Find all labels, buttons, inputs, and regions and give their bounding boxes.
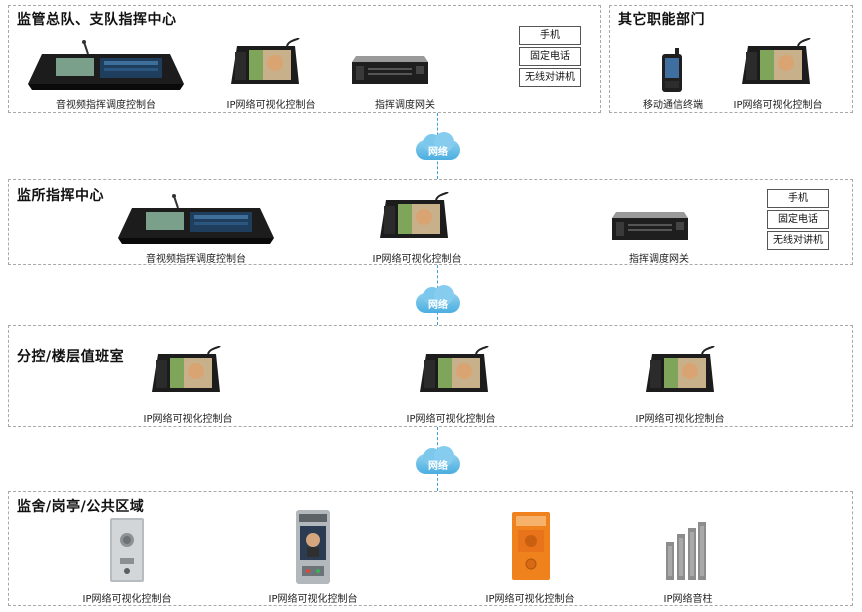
channel-fixed-phone: 固定电话 [519, 47, 581, 66]
caption-ip-visual-console-4: IP网络可视化控制台 [143, 414, 233, 425]
caption-av-dispatch-console-2: 音视频指挥调度控制台 [146, 254, 246, 265]
caption-ip-speaker-column: IP网络音柱 [663, 594, 713, 605]
mobile-terminal-icon [662, 48, 682, 92]
cell-area-panel [8, 491, 853, 606]
caption-ip-visual-console-6: IP网络可视化控制台 [635, 414, 725, 425]
dispatch-gateway-icon-2 [612, 212, 688, 240]
network-cloud-1: 网络 [416, 132, 460, 160]
channel-fixed-phone-2: 固定电话 [767, 210, 829, 229]
ip-visual-console-icon-5 [420, 346, 489, 392]
caption-ip-visual-console-3: IP网络可视化控制台 [372, 254, 462, 265]
ip-visual-console-icon-3 [380, 192, 449, 238]
caption-ip-visual-console-2: IP网络可视化控制台 [733, 100, 823, 111]
channel-walkie-talkie-2: 无线对讲机 [767, 231, 829, 250]
intercom-panel-icon [110, 518, 144, 582]
channel-mobile-phone-2: 手机 [767, 189, 829, 208]
caption-ip-visual-console-5: IP网络可视化控制台 [406, 414, 496, 425]
network-cloud-3: 网络 [416, 446, 460, 474]
supervision-hq-title: 监管总队、支队指挥中心 [17, 12, 177, 28]
other-departments-panel [609, 5, 853, 113]
av-dispatch-console-icon [28, 40, 184, 90]
caption-av-dispatch-console: 音视频指挥调度控制台 [56, 100, 156, 111]
ip-visual-console-icon-4 [152, 346, 221, 392]
prison-command-title: 监所指挥中心 [17, 188, 104, 204]
command-channel-list: 手机 固定电话 无线对讲机 [767, 189, 829, 250]
caption-ip-visual-console-8: IP网络可视化控制台 [268, 594, 358, 605]
speaker-column-icon [666, 522, 706, 580]
channel-mobile-phone: 手机 [519, 26, 581, 45]
hq-channel-list: 手机 固定电话 无线对讲机 [519, 26, 581, 87]
network-label-1: 网络 [428, 147, 448, 158]
caption-dispatch-gateway: 指挥调度网关 [375, 100, 435, 111]
orange-intercom-icon [512, 512, 550, 580]
network-label-2: 网络 [428, 300, 448, 311]
av-dispatch-console-icon-2 [118, 194, 274, 244]
network-label-3: 网络 [428, 461, 448, 472]
caption-ip-visual-console-7: IP网络可视化控制台 [82, 594, 172, 605]
face-terminal-icon [296, 510, 330, 584]
ip-visual-console-icon-2 [742, 38, 811, 84]
caption-ip-visual-console: IP网络可视化控制台 [226, 100, 316, 111]
ip-visual-console-icon-6 [646, 346, 715, 392]
dispatch-gateway-icon [352, 56, 428, 84]
other-departments-title: 其它职能部门 [618, 12, 705, 28]
caption-mobile-terminal: 移动通信终端 [643, 100, 703, 111]
ip-visual-console-icon [231, 38, 300, 84]
network-cloud-2: 网络 [416, 285, 460, 313]
caption-dispatch-gateway-2: 指挥调度网关 [629, 254, 689, 265]
caption-ip-visual-console-9: IP网络可视化控制台 [485, 594, 575, 605]
cell-area-title: 监舍/岗亭/公共区域 [17, 499, 145, 515]
sub-control-title: 分控/楼层值班室 [17, 349, 125, 365]
channel-walkie-talkie: 无线对讲机 [519, 68, 581, 87]
